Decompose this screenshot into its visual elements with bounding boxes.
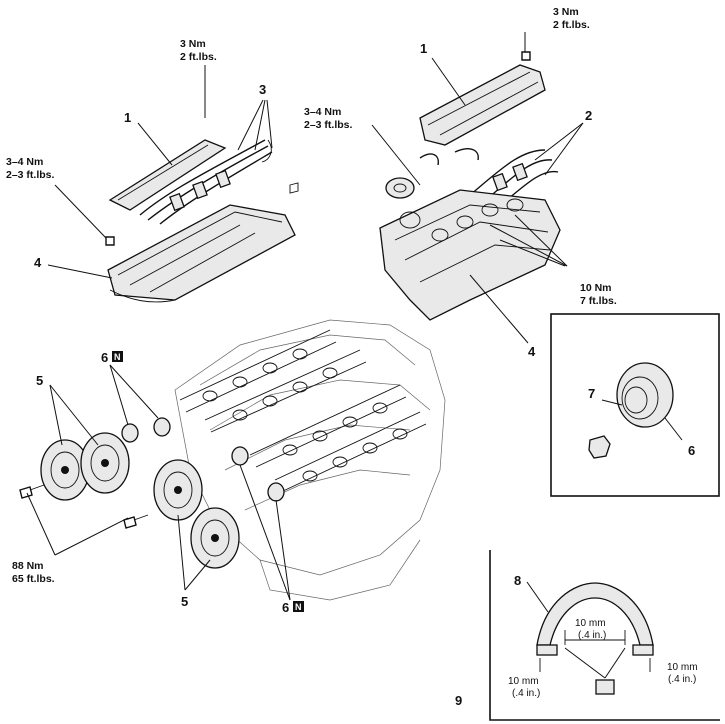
callout-4-left: 4 bbox=[34, 255, 42, 270]
callout-6-top: 6 bbox=[101, 350, 108, 365]
torque-plug-right-ftlbs: 2 ft.lbs. bbox=[553, 19, 590, 31]
callout-9: 9 bbox=[455, 693, 462, 708]
torque-cover-right-ftlbs: 2–3 ft.lbs. bbox=[304, 119, 353, 131]
callout-1-right: 1 bbox=[420, 41, 427, 56]
torque-sprocket-ftlbs: 65 ft.lbs. bbox=[12, 573, 55, 585]
callout-5-top: 5 bbox=[36, 373, 43, 388]
new-part-badge-top-letter: N bbox=[114, 352, 121, 362]
torque-plug-left-ftlbs: 2 ft.lbs. bbox=[180, 51, 217, 63]
dim-right-in: (.4 in.) bbox=[668, 674, 696, 685]
callout-7: 7 bbox=[588, 386, 595, 401]
new-part-badge-bottom-letter: N bbox=[295, 602, 302, 612]
torque-plug-left-nm: 3 Nm bbox=[180, 38, 206, 50]
callout-6-inset: 6 bbox=[688, 443, 695, 458]
dim-center-in: (.4 in.) bbox=[578, 630, 606, 641]
callout-2: 2 bbox=[585, 108, 592, 123]
callout-4-right: 4 bbox=[528, 344, 536, 359]
dim-right-mm: 10 mm bbox=[667, 662, 698, 673]
torque-cover-bolts-nm: 10 Nm bbox=[580, 282, 612, 294]
right-valve-cover-assembly bbox=[379, 51, 561, 321]
callout-labels: 1 1 2 3 4 4 5 5 6 N 6 N 6 7 8 9 bbox=[34, 41, 695, 708]
dim-left-mm: 10 mm bbox=[508, 676, 539, 687]
torque-cover-left-nm: 3–4 Nm bbox=[6, 156, 43, 168]
torque-specs: 3 Nm 2 ft.lbs. 3 Nm 2 ft.lbs. 3–4 Nm 2–3… bbox=[6, 6, 617, 585]
torque-sprocket-nm: 88 Nm bbox=[12, 560, 44, 572]
callout-5-bottom: 5 bbox=[181, 594, 188, 609]
left-valve-cover-assembly bbox=[105, 139, 299, 303]
callout-1-left: 1 bbox=[124, 110, 131, 125]
bearing-cap-inset bbox=[489, 550, 720, 721]
new-part-badge-top bbox=[112, 351, 123, 362]
torque-cover-left-ftlbs: 2–3 ft.lbs. bbox=[6, 169, 55, 181]
engine-block bbox=[174, 319, 446, 601]
torque-cover-bolts-ftlbs: 7 ft.lbs. bbox=[580, 295, 617, 307]
torque-plug-right-nm: 3 Nm bbox=[553, 6, 579, 18]
callout-3: 3 bbox=[259, 82, 266, 97]
camshaft-sprockets bbox=[40, 432, 240, 569]
leader-lines bbox=[26, 32, 683, 679]
dimension-labels: 10 mm (.4 in.) 10 mm (.4 in.) 10 mm (.4 … bbox=[508, 618, 698, 699]
camshaft-seals bbox=[121, 417, 285, 502]
torque-cover-right-nm: 3–4 Nm bbox=[304, 106, 341, 118]
callout-8: 8 bbox=[514, 573, 521, 588]
dim-center-mm: 10 mm bbox=[575, 618, 606, 629]
sprocket-bolts bbox=[19, 484, 149, 529]
seal-inset bbox=[550, 313, 720, 497]
callout-6-bottom: 6 bbox=[282, 600, 289, 615]
new-part-badge-bottom bbox=[293, 601, 304, 612]
dim-left-in: (.4 in.) bbox=[512, 688, 540, 699]
